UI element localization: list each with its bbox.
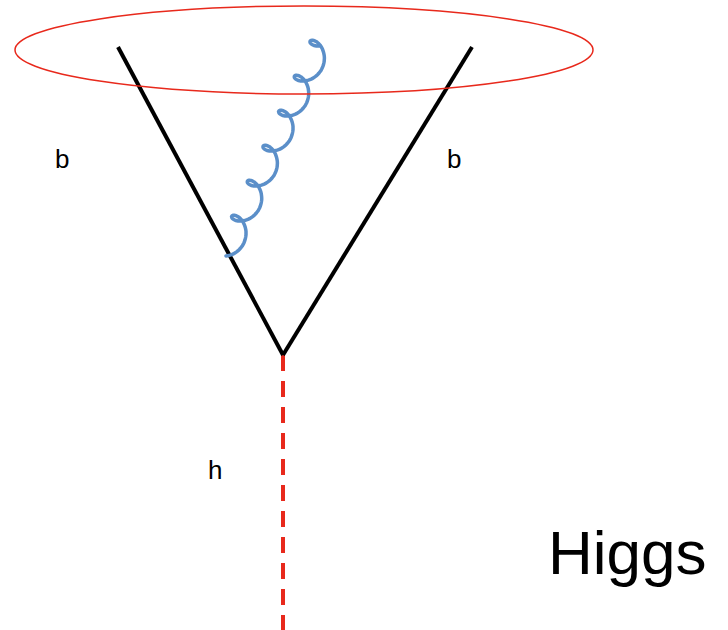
- quark-label: b: [55, 146, 69, 172]
- boson-label: h: [208, 457, 222, 483]
- quark-label: b: [447, 146, 461, 172]
- jet-cone: [15, 6, 593, 94]
- gluon-line: [226, 40, 324, 256]
- higgs-line: [281, 355, 285, 630]
- title-label: Higgs: [548, 522, 707, 584]
